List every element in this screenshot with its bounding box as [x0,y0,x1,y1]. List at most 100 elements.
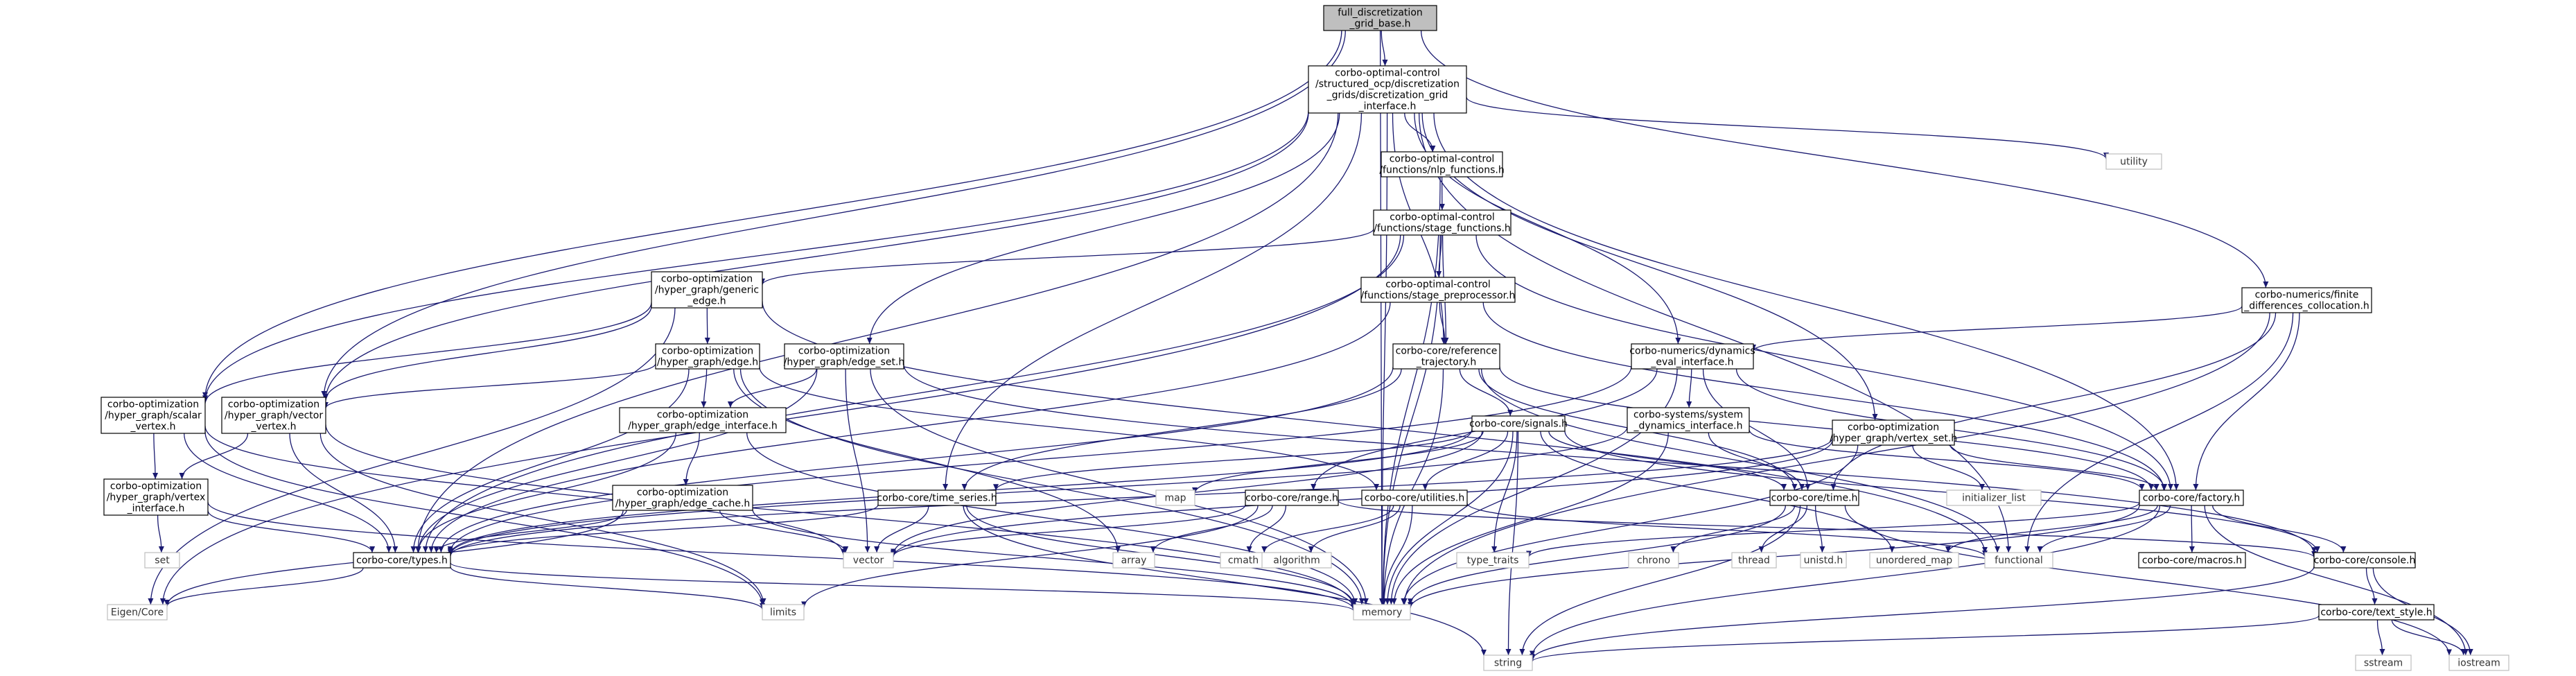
edge-sysdyn-to-types [448,426,1628,555]
node-label-eif-1: /hyper_graph/edge_interface.h [628,421,778,432]
node-macros[interactable]: corbo-core/macros.h [2138,552,2246,569]
node-stage[interactable]: corbo-optimal-control/functions/stage_fu… [1373,209,1512,236]
node-utilities[interactable]: corbo-core/utilities.h [1361,489,1468,506]
node-factory[interactable]: corbo-core/factory.h [2139,489,2244,506]
edge-utilities-to-memory [1381,505,1413,605]
node-box-typetraits [1456,552,1530,569]
node-box-vset [1832,419,1955,446]
node-label-sysdyn-1: _dynamics_interface.h [1633,421,1743,432]
node-scalar[interactable]: corbo-optimization/hyper_graph/scalar_ve… [100,397,206,434]
node-vset[interactable]: corbo-optimization/hyper_graph/vertex_se… [1830,419,1957,446]
edge-edge-to-array [733,368,1121,553]
node-label-vecv-0: corbo-optimization [228,399,319,410]
node-edgeset[interactable]: corbo-optimization/hyper_graph/edge_set.… [784,343,905,370]
edge-time-to-thread [1758,505,1808,553]
node-label-root-0: full_discretization [1338,8,1423,19]
edge-root-to-fdc [1420,30,2269,288]
node-label-array-0: array [1121,555,1147,566]
node-box-signals [1471,415,1566,432]
edge-dyn-to-types [447,365,1632,553]
edge-edgeset-to-console [903,364,2317,554]
edge-utilities-to-functional [1466,503,1988,557]
node-nlp[interactable]: corbo-optimal-control/functions/nlp_func… [1379,151,1505,177]
node-time[interactable]: corbo-core/time.h [1769,489,1859,506]
node-label-functional-0: functional [1995,555,2043,566]
edge-time-to-unistd [1814,505,1825,553]
edge-sysdyn-to-memory [1391,432,1669,605]
node-box-functional [1984,552,2053,569]
edge-console-to-string [1530,566,2315,660]
node-ecache[interactable]: corbo-optimization/hyper_graph/edge_cach… [612,485,753,511]
edge-vecv-to-vif [179,433,249,480]
node-label-tseries-0: corbo-core/time_series.h [877,493,997,504]
edge-reftraj-to-factory [1499,366,2154,491]
edge-factory-to-console [2211,505,2347,553]
node-box-vector [843,552,894,569]
node-vecv[interactable]: corbo-optimization/hyper_graph/vector_ve… [221,397,326,434]
node-box-stage [1373,209,1512,236]
node-box-eigen [107,604,168,621]
edge-factory-to-functional [2037,505,2171,553]
node-label-dyn-1: _eval_interface.h [1650,357,1733,368]
node-fdc[interactable]: corbo-numerics/finite_differences_colloc… [2241,287,2372,313]
edge-edge-to-vecv [323,363,656,409]
node-label-reftraj-0: corbo-core/reference [1396,346,1498,357]
node-generic[interactable]: corbo-optimization/hyper_graph/generic_e… [651,271,763,309]
node-box-chrono [1628,552,1679,569]
edge-edgeset-to-eif [727,368,817,408]
node-vif[interactable]: corbo-optimization/hyper_graph/vertex_in… [103,478,209,516]
node-tseries[interactable]: corbo-core/time_series.h [877,489,997,506]
node-label-preproc-1: /functions/stage_preprocessor.h [1361,291,1516,302]
edge-preproc-to-factory [1482,302,2167,491]
node-sysdyn[interactable]: corbo-systems/system_dynamics_interface.… [1627,407,1750,433]
node-types[interactable]: corbo-core/types.h [353,552,451,569]
node-dyn[interactable]: corbo-numerics/dynamics_eval_interface.h [1629,343,1755,370]
node-box-string [1483,655,1533,671]
edge-stage-to-types [422,234,1405,553]
node-edge[interactable]: corbo-optimization/hyper_graph/edge.h [655,343,760,370]
edge-types-to-eigen [164,567,364,607]
node-box-vif [103,478,209,516]
edge-utilities-to-algorithm [1308,505,1401,553]
node-label-time-0: corbo-core/time.h [1771,493,1858,504]
node-signals[interactable]: corbo-core/signals.h [1469,415,1568,432]
node-console[interactable]: corbo-core/console.h [2313,552,2416,569]
node-memory: memory [1353,604,1411,621]
edge-dgi-to-types [415,112,1339,553]
node-label-iostream-0: iostream [2457,658,2500,669]
node-unistd: unistd.h [1800,552,1847,569]
node-box-utilities [1361,489,1468,506]
edge-range-to-console [1338,500,2317,558]
edge-factory-to-macros [2189,505,2195,553]
node-box-limits [762,604,805,621]
node-label-unistd-0: unistd.h [1804,555,1843,566]
edge-preproc-to-reftraj [1439,302,1448,345]
node-reftraj[interactable]: corbo-core/reference_trajectory.h [1392,343,1500,370]
node-label-eigen-0: Eigen/Core [111,607,164,618]
node-box-dgi [1308,65,1467,114]
edge-vset-to-factory [1949,444,2159,491]
node-typetraits: type_traits [1456,552,1530,569]
node-label-dyn-0: corbo-numerics/dynamics [1629,346,1755,357]
node-box-scalar [100,397,206,434]
node-label-root-1: _grid_base.h [1349,19,1410,30]
edge-generic-to-vecv [323,306,652,401]
node-label-vecv-1: /hyper_graph/vector [225,410,323,422]
edge-fdc-to-dyn [1751,305,2243,352]
edge-sysdyn-to-time [1708,432,1805,491]
node-label-dgi-3: _interface.h [1358,101,1417,112]
node-label-signals-0: corbo-core/signals.h [1469,419,1568,430]
node-root[interactable]: full_discretization_grid_base.h [1323,5,1437,31]
node-box-unistd [1800,552,1847,569]
node-preproc[interactable]: corbo-optimal-control/functions/stage_pr… [1360,277,1516,303]
node-box-nlp [1381,151,1503,177]
node-label-preproc-0: corbo-optimal-control [1385,279,1491,291]
node-textstyle[interactable]: corbo-core/text_style.h [2318,604,2435,621]
node-range[interactable]: corbo-core/range.h [1245,489,1339,506]
node-dgi[interactable]: corbo-optimal-control/structured_ocp/dis… [1308,65,1467,114]
node-eif[interactable]: corbo-optimization/hyper_graph/edge_inte… [619,407,787,433]
node-box-sysdyn [1627,407,1750,433]
edge-textstyle-to-sstream [2376,619,2385,656]
node-box-set [144,552,180,569]
